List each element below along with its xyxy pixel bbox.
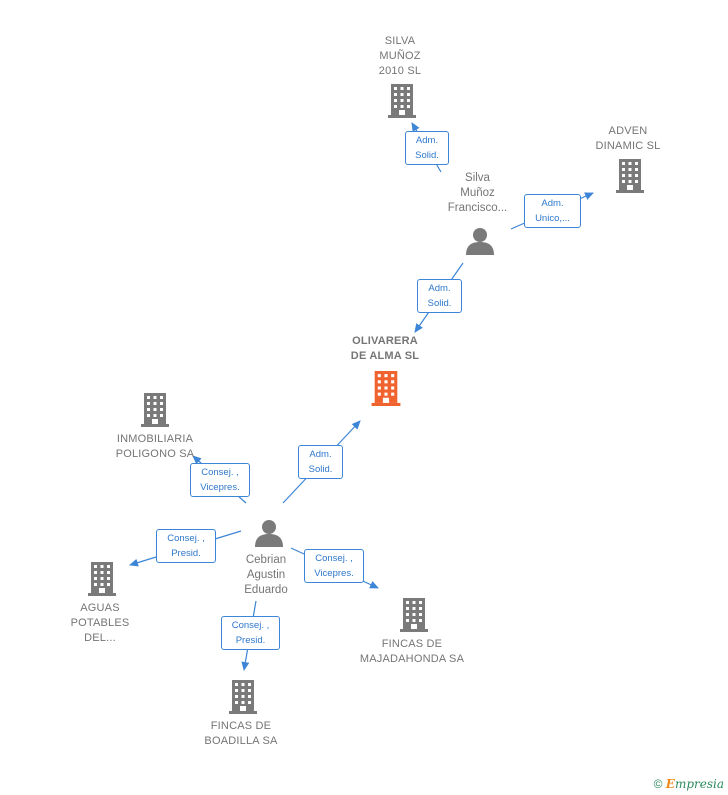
building-icon-fincas-majadahonda[interactable]	[400, 598, 428, 632]
node-label-inmobiliaria[interactable]: INMOBILIARIA POLIGONO SA	[115, 433, 195, 460]
node-label-fincas-boadilla[interactable]: FINCAS DE BOADILLA SA	[204, 720, 278, 747]
relation-badge-silva-2010sl[interactable]: Adm. Solid.	[405, 131, 449, 165]
node-label-silva-francisco[interactable]: Silva Muñoz Francisco...	[447, 172, 508, 214]
relation-badge-cebrian-boadilla[interactable]: Consej. , Presid.	[221, 616, 280, 650]
building-icon-inmobiliaria[interactable]	[141, 393, 169, 427]
node-label-silva-munoz-2010[interactable]: SILVA MUÑOZ 2010 SL	[378, 35, 422, 77]
building-icon-silva-munoz-2010[interactable]	[388, 84, 416, 118]
node-label-olivarera[interactable]: OLIVARERA DE ALMA SL	[350, 335, 420, 362]
building-icon-olivarera[interactable]	[371, 371, 401, 406]
building-icon-fincas-boadilla[interactable]	[229, 680, 257, 714]
relation-badge-cebrian-inmobiliaria[interactable]: Consej. , Vicepres.	[190, 463, 250, 497]
relation-badge-cebrian-majadahonda[interactable]: Consej. , Vicepres.	[304, 549, 364, 583]
person-icon-cebrian[interactable]	[255, 520, 283, 547]
relation-badge-silva-olivarera[interactable]: Adm. Solid.	[417, 279, 462, 313]
node-label-fincas-majadahonda[interactable]: FINCAS DE MAJADAHONDA SA	[359, 638, 465, 665]
brand-logo-letter: E	[665, 777, 675, 791]
building-icon-adven-dinamic[interactable]	[616, 159, 644, 193]
brand-logo-text: mpresia	[674, 777, 724, 791]
node-label-cebrian[interactable]: Cebrian Agustin Eduardo	[244, 554, 288, 596]
relation-badge-cebrian-olivarera[interactable]: Adm. Solid.	[298, 445, 343, 479]
relation-badge-cebrian-aguas[interactable]: Consej. , Presid.	[156, 529, 216, 563]
person-icon-silva-francisco[interactable]	[466, 228, 494, 255]
empresia-brand[interactable]: © Empresia	[654, 777, 724, 791]
node-label-adven-dinamic[interactable]: ADVEN DINAMIC SL	[595, 125, 661, 152]
relation-badge-silva-adven[interactable]: Adm. Unico,...	[524, 194, 581, 228]
copyright-icon: ©	[653, 777, 663, 791]
node-label-aguas[interactable]: AGUAS POTABLES DEL...	[70, 602, 130, 644]
building-icon-aguas[interactable]	[88, 562, 116, 596]
